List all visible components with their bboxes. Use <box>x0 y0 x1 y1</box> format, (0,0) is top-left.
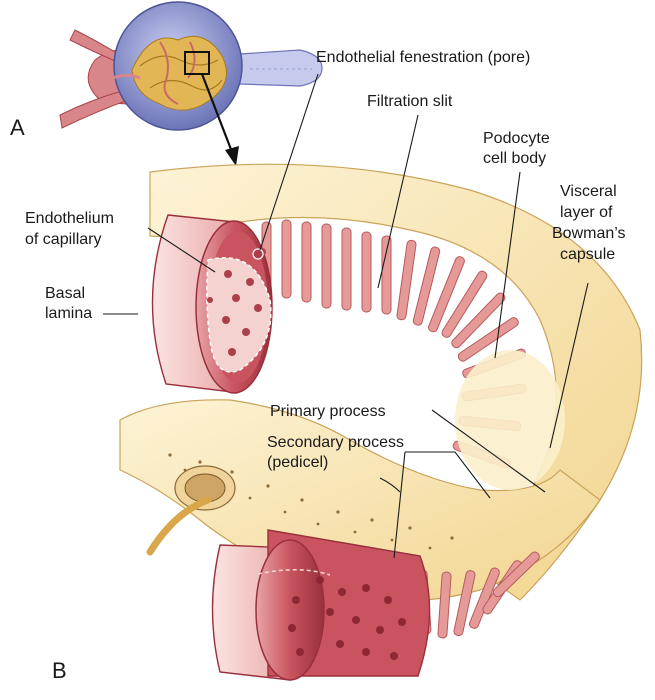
label-secondary-line1: Secondary process <box>267 434 404 451</box>
label-podocyte-line1: Podocyte <box>483 130 550 147</box>
panel-label-b: B <box>52 658 67 683</box>
upper-capillary <box>152 215 272 393</box>
label-visceral-line4: capsule <box>560 246 615 263</box>
label-basal-line2: lamina <box>45 305 92 322</box>
label-podocyte-line2: cell body <box>483 150 546 167</box>
label-endothelium-line2: of capillary <box>25 231 101 248</box>
lower-capillary <box>213 530 430 680</box>
podocyte-cell-body <box>455 350 565 490</box>
label-secondary-line2: (pedicel) <box>267 454 328 471</box>
glomerulus-overview <box>60 2 322 130</box>
label-visceral-line3: Bowman’s <box>552 225 626 242</box>
label-basal-line1: Basal <box>45 285 85 302</box>
label-visceral-line1: Visceral <box>560 183 617 200</box>
label-visceral-line2: layer of <box>560 204 613 221</box>
label-endothelial-fenestration: Endothelial fenestration (pore) <box>316 49 530 66</box>
label-primary-process: Primary process <box>270 403 386 420</box>
label-filtration-slit: Filtration slit <box>367 93 453 110</box>
endothelial-pore <box>253 249 263 259</box>
panel-label-a: A <box>10 115 25 140</box>
label-endothelium-line1: Endothelium <box>25 210 114 227</box>
